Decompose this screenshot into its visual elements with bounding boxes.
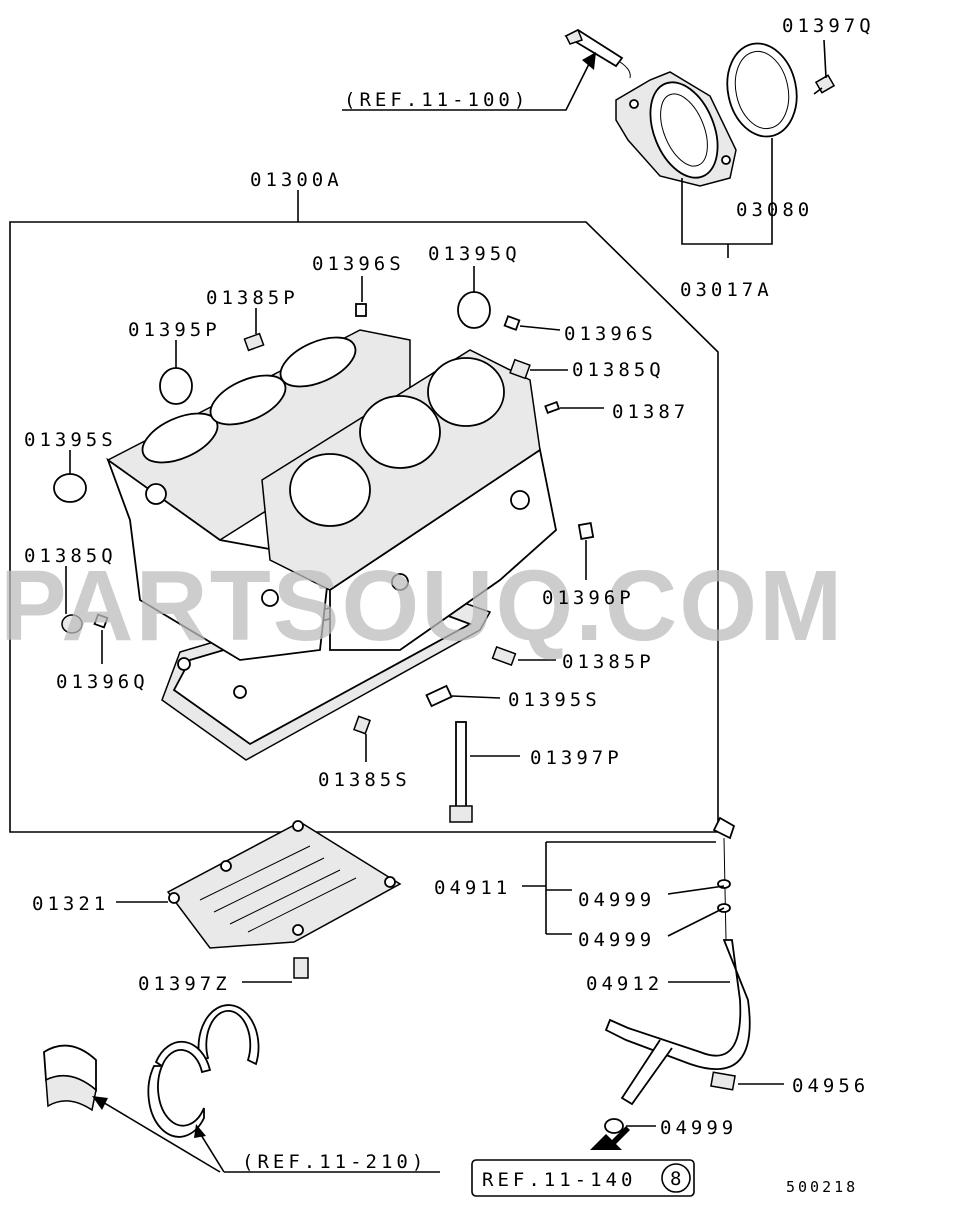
label-01396S-b: 01396S (564, 323, 657, 345)
label-01397Q: 01397Q (782, 15, 875, 37)
sealant-tube-icon (564, 28, 631, 79)
label-01395Q: 01395Q (428, 243, 521, 265)
bolt-01385P-icon (243, 332, 265, 352)
label-01396Q: 01396Q (56, 671, 149, 693)
oil-seal-ring-part (726, 42, 798, 138)
label-01395P: 01395P (128, 319, 221, 341)
oil-guide-tube-part (604, 939, 751, 1106)
bolt-01397Z-icon (293, 957, 309, 979)
pin-01396S-b-icon (503, 315, 521, 331)
bolt-01385P-b-icon (491, 645, 517, 667)
label-01321: 01321 (32, 893, 109, 915)
plug-01395S-icon (53, 473, 87, 503)
label-01397Z: 01397Z (138, 973, 231, 995)
arrow-down-left-icon (590, 1126, 630, 1150)
block-assembly-frame (9, 221, 719, 833)
label-01385S: 01385S (318, 769, 411, 791)
ref-circle-number: 8 (670, 1168, 685, 1190)
figure-code: 500218 (786, 1178, 858, 1196)
oil-dipstick-part (712, 816, 736, 941)
ref-box (471, 1159, 695, 1197)
ref-circle-icon (661, 1163, 691, 1193)
label-01385Q-b: 01385Q (24, 545, 117, 567)
pin-01387-icon (544, 400, 561, 414)
bolt-01397Q-icon (813, 74, 836, 95)
plug-01395P-icon (159, 367, 193, 405)
label-04999-c: 04999 (660, 1117, 737, 1139)
label-01397P: 01397P (530, 747, 623, 769)
pin-01395S-b-icon (425, 684, 453, 708)
label-01387: 01387 (612, 401, 689, 423)
label-01396P: 01396P (542, 587, 635, 609)
bolt-01385Q-icon (509, 358, 531, 380)
ref-11-140: REF.11-140 (482, 1169, 636, 1191)
label-04999-a: 04999 (578, 889, 655, 911)
oring-04999-c-icon (604, 1118, 624, 1134)
bolt-01385Q-b-icon (61, 614, 83, 634)
label-04912: 04912 (586, 973, 663, 995)
label-01300A: 01300A (250, 169, 343, 191)
pin-01396P-icon (577, 522, 595, 540)
watermark: PARTSOUQ.COM (0, 550, 844, 662)
pin-01396S-icon (355, 303, 367, 317)
plug-01395Q-icon (457, 291, 491, 329)
label-03080: 03080 (736, 199, 813, 221)
label-01385P-b: 01385P (562, 651, 655, 673)
cylinder-block-part (106, 329, 557, 761)
label-01385Q-a: 01385Q (572, 359, 665, 381)
label-03017A: 03017A (680, 279, 773, 301)
ref-11-100: (REF.11-100) (344, 89, 529, 111)
thrust-bearing-part (43, 1044, 97, 1112)
label-01385P-a: 01385P (206, 287, 299, 309)
label-04999-b: 04999 (578, 929, 655, 951)
label-01395S-a: 01395S (24, 429, 117, 451)
label-01396S-a: 01396S (312, 253, 405, 275)
bolt-01385S-icon (353, 715, 371, 735)
ref-11-210: (REF.11-210) (242, 1151, 427, 1173)
label-04911: 04911 (434, 877, 511, 899)
bolt-04956-icon (710, 1071, 736, 1091)
baffle-plate-part (166, 820, 402, 949)
thrust-washer-lower-part (147, 1040, 212, 1138)
bolt-01397P-icon (449, 721, 473, 823)
label-01395S-b: 01395S (508, 689, 601, 711)
label-04956: 04956 (792, 1075, 869, 1097)
pin-01396Q-icon (93, 613, 109, 629)
rear-seal-case-part (615, 71, 737, 187)
thrust-washer-upper-part (197, 1004, 260, 1066)
